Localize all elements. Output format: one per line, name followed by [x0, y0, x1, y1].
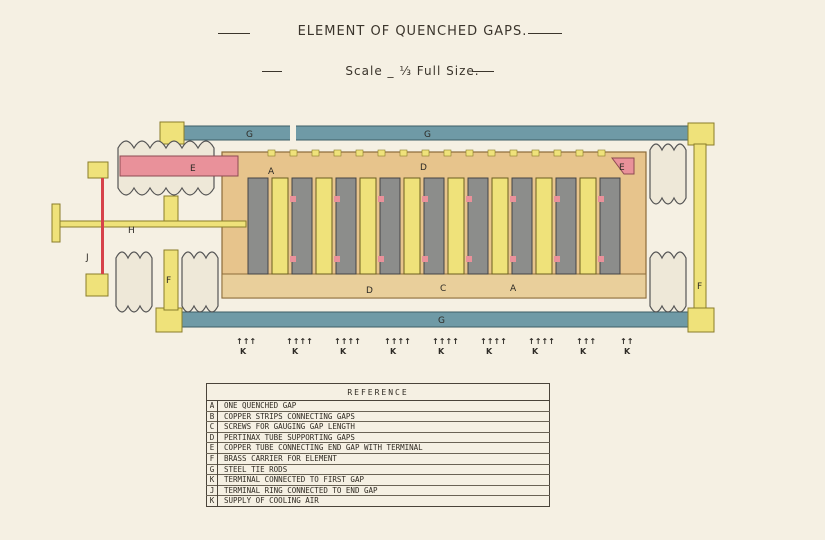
label-c: C [440, 284, 446, 294]
svg-text:↑↑↑: ↑↑↑ [576, 337, 596, 346]
terminal-rod [55, 220, 247, 228]
svg-text:↑↑↑↑: ↑↑↑↑ [384, 337, 411, 346]
copper-strips [290, 196, 604, 262]
reference-heading: Reference [206, 383, 550, 401]
scale-rule-left [262, 71, 282, 72]
brass-block-tl [159, 121, 185, 145]
label-a-bottom: A [510, 284, 517, 294]
cooling-air-arrows: ↑↑↑ ↑↑↑↑ ↑↑↑↑ ↑↑↑↑ ↑↑↑↑ ↑↑↑↑ ↑↑↑↑ ↑↑↑ ↑↑ [236, 337, 633, 346]
terminal-ring-wire [101, 178, 104, 274]
tie-rod-bottom [159, 311, 701, 328]
brass-carrier-right [693, 143, 707, 309]
insulator-bottom-right [649, 251, 687, 313]
label-k-8: K [580, 347, 587, 356]
main-title: ELEMENT OF QUENCHED GAPS. [297, 24, 528, 39]
label-j: J [85, 253, 89, 263]
pertinax-lower-band [221, 273, 647, 299]
label-h: H [128, 226, 135, 236]
svg-text:↑↑↑↑: ↑↑↑↑ [286, 337, 313, 346]
quenched-gap-diagram: ↑↑↑ ↑↑↑↑ ↑↑↑↑ ↑↑↑↑ ↑↑↑↑ ↑↑↑↑ ↑↑↑↑ ↑↑↑ ↑↑… [51, 121, 715, 356]
quenched-gap-stack [247, 177, 621, 275]
label-k-4: K [390, 347, 397, 356]
label-e-left: E [190, 164, 196, 174]
brass-carrier-left [163, 249, 179, 311]
label-k-3: K [340, 347, 347, 356]
terminal-post-top [87, 161, 109, 179]
label-d-bottom: D [366, 286, 373, 296]
svg-text:↑↑: ↑↑ [620, 337, 633, 346]
scale-rule-right [472, 71, 494, 72]
title-rule-right [528, 33, 562, 34]
svg-text:↑↑↑: ↑↑↑ [236, 337, 256, 346]
label-k-5: K [438, 347, 445, 356]
terminal-post-bottom [85, 273, 109, 297]
insulator-bottom-left [115, 251, 219, 313]
label-f-right: F [697, 282, 702, 292]
label-g-top-right: G [424, 130, 431, 140]
label-k-7: K [532, 347, 539, 356]
label-d-top: D [420, 163, 427, 173]
label-g-top-left: G [246, 130, 253, 140]
tie-rod-break [290, 124, 296, 142]
label-k-2: K [292, 347, 299, 356]
label-k-9: K [624, 347, 631, 356]
label-k-6: K [486, 347, 493, 356]
scale-title: Scale _ ⅓ Full Size. [345, 64, 480, 78]
gap-teeth-top [267, 149, 606, 157]
svg-text:↑↑↑↑: ↑↑↑↑ [480, 337, 507, 346]
brass-block-tr [687, 122, 715, 146]
title-rule-left [218, 33, 250, 34]
label-g-bottom: G [438, 316, 445, 326]
svg-text:↑↑↑↑: ↑↑↑↑ [334, 337, 361, 346]
label-k-1: K [240, 347, 247, 356]
label-f-left: F [166, 276, 171, 286]
copper-tube [119, 155, 239, 177]
terminal-plate [51, 203, 61, 243]
label-a-top: A [268, 167, 275, 177]
svg-text:↑↑↑↑: ↑↑↑↑ [432, 337, 459, 346]
svg-text:↑↑↑↑: ↑↑↑↑ [528, 337, 555, 346]
label-e-right: E [619, 163, 625, 173]
brass-block-br [687, 307, 715, 333]
insulator-top-right [649, 143, 687, 205]
copper-tube-end [611, 157, 635, 175]
brass-block-bl [155, 307, 183, 333]
